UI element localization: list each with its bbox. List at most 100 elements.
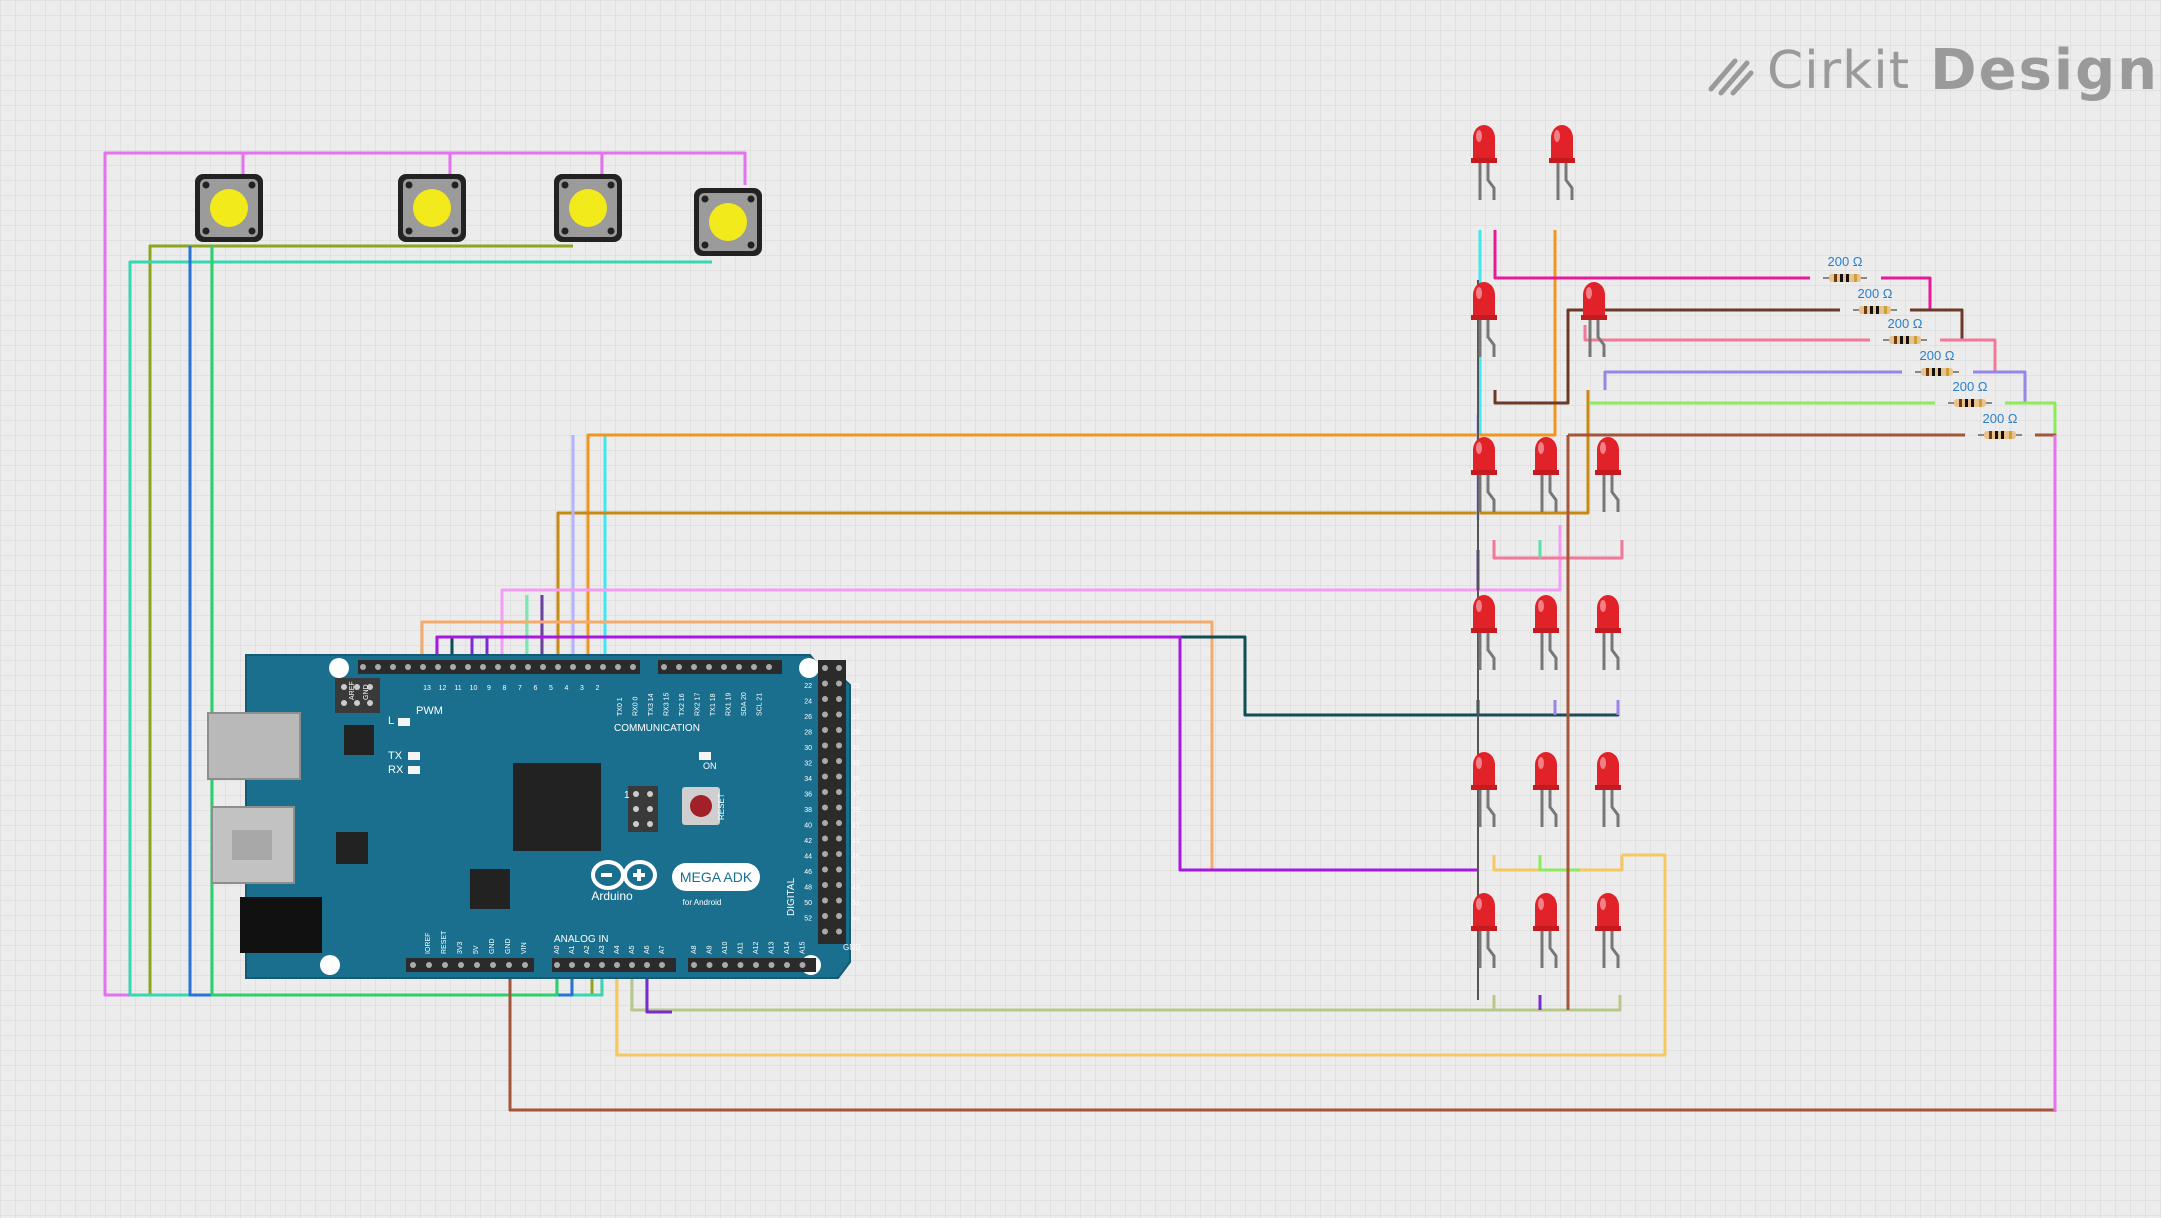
header-pin[interactable] <box>599 962 605 968</box>
header-pin[interactable] <box>822 680 828 687</box>
header-pin[interactable] <box>736 664 742 670</box>
header-pin[interactable] <box>554 962 560 968</box>
header-pin[interactable] <box>836 789 842 795</box>
header-pin[interactable] <box>768 962 775 968</box>
header-pin[interactable] <box>836 773 842 780</box>
header-pin[interactable] <box>822 789 828 795</box>
header-pin[interactable] <box>753 962 759 968</box>
header-pin[interactable] <box>691 962 697 968</box>
header-pin[interactable] <box>570 664 576 670</box>
header-pin[interactable] <box>822 696 828 702</box>
header-pin[interactable] <box>836 804 842 811</box>
header-pin[interactable] <box>420 664 426 670</box>
resistor-3[interactable]: 200 Ω <box>1882 316 1928 345</box>
header-pin[interactable] <box>615 664 621 670</box>
digital-header-pins[interactable] <box>822 665 842 935</box>
resistor-1[interactable]: 200 Ω <box>1822 254 1868 283</box>
header-pin[interactable] <box>525 664 531 670</box>
header-pin[interactable] <box>822 711 828 718</box>
header-pin[interactable] <box>836 665 842 671</box>
header-pin[interactable] <box>584 962 590 968</box>
header-pin[interactable] <box>405 664 411 670</box>
header-pin[interactable] <box>676 664 682 670</box>
header-pin[interactable] <box>822 742 828 749</box>
header-pin[interactable] <box>836 897 842 904</box>
top-header-pins[interactable] <box>360 664 772 670</box>
header-pin[interactable] <box>822 851 828 857</box>
header-pin[interactable] <box>784 962 790 968</box>
header-pin[interactable] <box>737 962 744 968</box>
header-pin[interactable] <box>569 962 575 968</box>
resistor-4[interactable]: 200 Ω <box>1914 348 1960 377</box>
header-pin[interactable] <box>822 665 828 671</box>
header-pin[interactable] <box>836 711 842 718</box>
header-pin[interactable] <box>555 664 561 670</box>
header-pin[interactable] <box>836 727 842 733</box>
header-pin[interactable] <box>836 851 842 857</box>
header-pin[interactable] <box>822 882 828 888</box>
header-pin[interactable] <box>836 820 842 826</box>
header-pin[interactable] <box>836 928 842 935</box>
header-pin[interactable] <box>490 962 496 968</box>
header-pin[interactable] <box>458 962 464 968</box>
header-pin[interactable] <box>629 962 635 968</box>
header-pin[interactable] <box>540 664 546 670</box>
header-pin[interactable] <box>822 804 828 811</box>
header-pin[interactable] <box>836 680 842 687</box>
header-pin[interactable] <box>751 664 757 670</box>
header-pin[interactable] <box>614 962 620 968</box>
header-pin[interactable] <box>822 928 828 935</box>
header-pin[interactable] <box>435 664 441 670</box>
header-pin[interactable] <box>442 962 448 968</box>
pushbutton-3[interactable] <box>554 174 622 242</box>
header-pin[interactable] <box>822 758 828 764</box>
header-pin[interactable] <box>822 913 828 919</box>
header-pin[interactable] <box>836 758 842 764</box>
header-pin[interactable] <box>360 664 366 670</box>
header-pin[interactable] <box>495 664 501 670</box>
header-pin[interactable] <box>836 882 842 888</box>
arduino-mega-adk[interactable]: 1 RESET L TX RX PWM COMMUNICATION ON ANA… <box>207 654 861 979</box>
header-pin[interactable] <box>600 664 606 670</box>
header-pin[interactable] <box>474 962 480 968</box>
header-pin[interactable] <box>480 664 486 670</box>
header-pin[interactable] <box>836 835 842 842</box>
header-pin[interactable] <box>522 962 528 968</box>
header-pin[interactable] <box>585 664 591 670</box>
header-pin[interactable] <box>691 664 697 670</box>
header-pin[interactable] <box>836 696 842 702</box>
header-pin[interactable] <box>450 664 456 670</box>
header-pin[interactable] <box>836 742 842 749</box>
header-pin[interactable] <box>661 664 667 670</box>
header-pin[interactable] <box>822 897 828 904</box>
header-pin[interactable] <box>375 664 381 670</box>
header-pin[interactable] <box>822 727 828 733</box>
header-pin[interactable] <box>822 866 828 873</box>
header-pin[interactable] <box>630 664 636 670</box>
header-pin[interactable] <box>822 835 828 842</box>
header-pin[interactable] <box>510 664 516 670</box>
header-pin[interactable] <box>506 962 512 968</box>
header-pin[interactable] <box>706 962 713 968</box>
bottom-header-pins[interactable] <box>410 962 806 968</box>
pushbutton-2[interactable] <box>398 174 466 242</box>
header-pin[interactable] <box>659 962 665 968</box>
header-pin[interactable] <box>822 820 828 826</box>
header-pin[interactable] <box>426 962 432 968</box>
header-pin[interactable] <box>410 962 416 968</box>
header-pin[interactable] <box>836 913 842 919</box>
header-pin[interactable] <box>766 664 772 670</box>
resistor-5[interactable]: 200 Ω <box>1947 379 1993 408</box>
resistor-6[interactable]: 200 Ω <box>1977 411 2023 440</box>
resistor-2[interactable]: 200 Ω <box>1852 286 1898 315</box>
reset-button[interactable]: RESET <box>682 787 726 825</box>
header-pin[interactable] <box>465 664 471 670</box>
header-pin[interactable] <box>390 664 396 670</box>
header-pin[interactable] <box>722 962 728 968</box>
header-pin[interactable] <box>836 866 842 873</box>
header-pin[interactable] <box>706 664 712 670</box>
pushbutton-4[interactable] <box>694 188 762 256</box>
header-pin[interactable] <box>799 962 806 968</box>
pushbutton-1[interactable] <box>195 174 263 242</box>
header-pin[interactable] <box>721 664 727 670</box>
